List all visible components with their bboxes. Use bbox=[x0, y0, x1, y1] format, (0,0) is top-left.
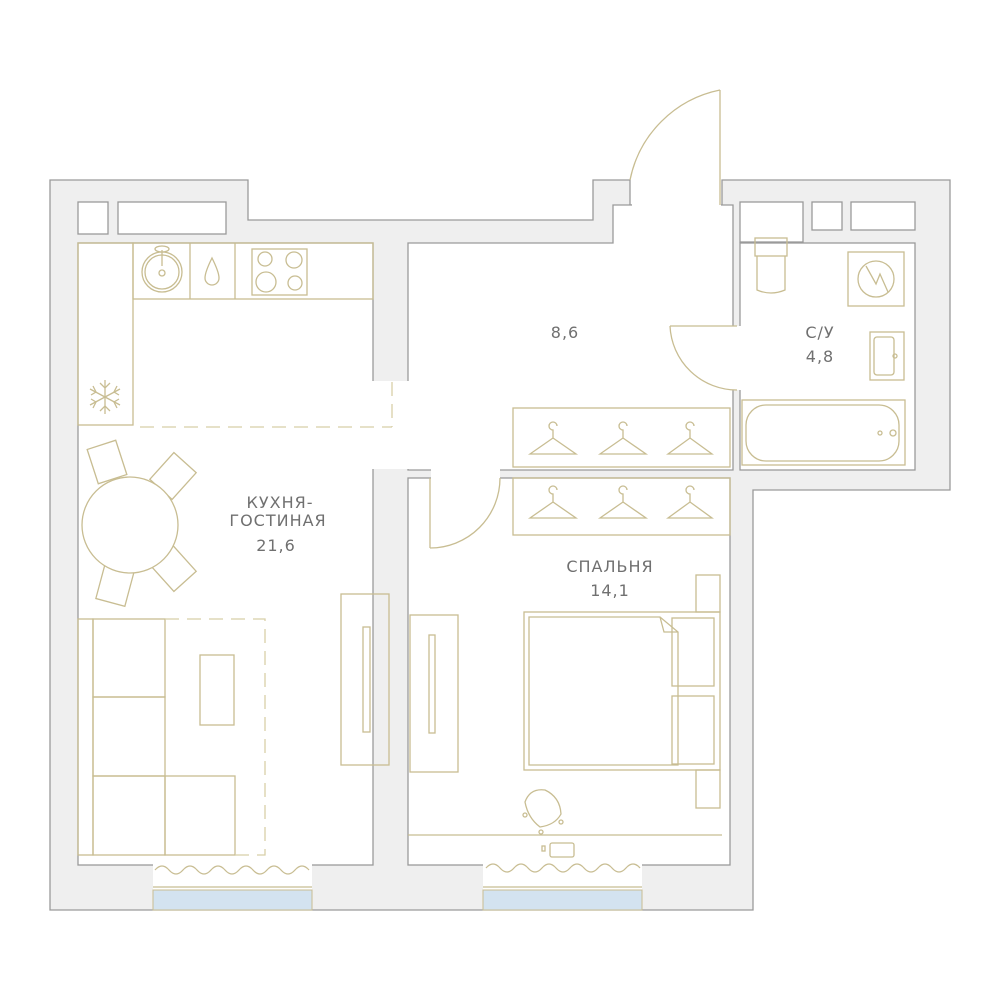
entrance-door[interactable] bbox=[629, 89, 721, 205]
room-bedroom bbox=[407, 477, 731, 866]
shaft bbox=[811, 201, 843, 231]
hallway-area: 8,6 bbox=[551, 323, 579, 342]
curtain bbox=[154, 865, 310, 875]
dresser bbox=[409, 614, 459, 773]
cooktop-icon bbox=[251, 248, 308, 296]
bathroom-label: С/У bbox=[805, 323, 834, 342]
bedroom-door[interactable] bbox=[429, 477, 501, 549]
kitchen-hall-opening bbox=[372, 381, 409, 469]
kitchen-side-counter bbox=[77, 242, 134, 426]
mouse bbox=[541, 845, 546, 852]
sink-icon bbox=[141, 245, 183, 293]
kitchen-label-2: ГОСТИНАЯ bbox=[229, 511, 326, 530]
shaft bbox=[850, 201, 916, 231]
curtain bbox=[485, 863, 641, 873]
kitchen-label-1: КУХНЯ- bbox=[247, 493, 314, 512]
bedroom-doorway bbox=[431, 468, 500, 480]
snowflake-icon bbox=[89, 380, 121, 414]
window-kitchen[interactable] bbox=[152, 889, 313, 911]
sofa bbox=[77, 618, 236, 856]
bathtub bbox=[741, 399, 906, 466]
bedroom-area: 14,1 bbox=[590, 581, 630, 600]
bathroom-area: 4,8 bbox=[806, 347, 834, 366]
dining-table bbox=[81, 439, 198, 608]
shaft bbox=[117, 201, 227, 235]
bedroom-label: СПАЛЬНЯ bbox=[566, 557, 653, 576]
entrance-doorway bbox=[632, 179, 721, 207]
kitchen-area: 21,6 bbox=[256, 536, 296, 555]
rug bbox=[165, 618, 266, 856]
shaft bbox=[77, 201, 109, 235]
water-drop-icon bbox=[204, 256, 220, 286]
wardrobe-hall bbox=[512, 407, 731, 468]
bathroom-doorway bbox=[732, 326, 742, 390]
shaft bbox=[739, 201, 804, 243]
tv-unit bbox=[340, 593, 390, 766]
bathroom-door[interactable] bbox=[669, 325, 738, 391]
wardrobe-bedroom bbox=[512, 477, 731, 536]
coffee-table bbox=[199, 654, 235, 726]
washing-machine bbox=[847, 251, 905, 307]
room-bathroom bbox=[739, 242, 916, 471]
desk-chair bbox=[522, 789, 564, 835]
bed bbox=[523, 574, 721, 809]
toilet bbox=[754, 237, 788, 294]
window-bedroom[interactable] bbox=[482, 889, 643, 911]
laptop bbox=[549, 842, 575, 858]
washbasin bbox=[869, 331, 905, 381]
